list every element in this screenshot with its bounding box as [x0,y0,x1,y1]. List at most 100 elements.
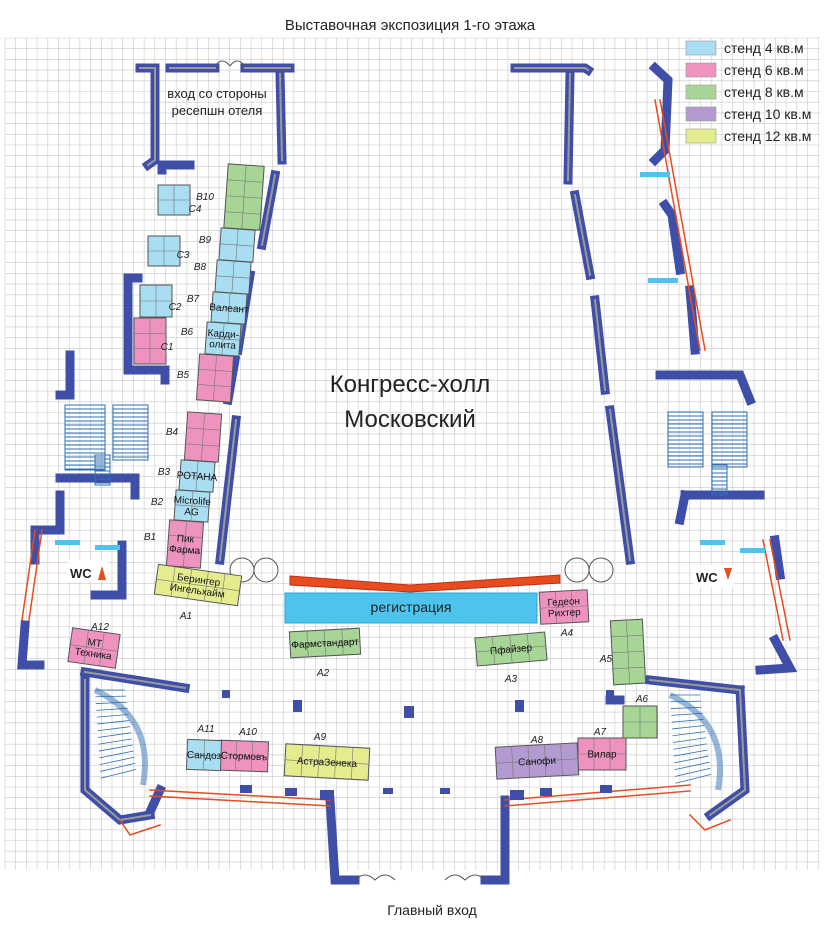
booth-b2-name: MicrolifeAG [173,495,212,520]
legend-label-stand12: стенд 12 кв.м [724,128,811,144]
wc-right: WC [694,565,734,587]
booth-a2[interactable]: Фармстандарт [288,627,362,659]
legend-item-stand10: стенд 10 кв.м [685,106,811,122]
building-walls [17,61,798,885]
legend-label-stand8: стенд 8 кв.м [724,84,804,100]
booth-a8-id: A8 [530,735,544,746]
booths: C4C3C2C1B10B9B8ВалеантB7Карди-олитаB6B5B… [67,163,658,781]
plan-title: Выставочная экспозиция 1-го этажа [285,17,536,34]
booth-a7-id: A7 [593,727,607,738]
booth-b2[interactable]: MicrolifeAG [172,489,212,523]
booth-b1-name: ПикФарма [169,533,202,557]
booth-b8[interactable] [214,259,252,295]
booth-b7[interactable]: Валеант [208,291,250,325]
booth-b3[interactable]: РОТАНА [176,459,219,493]
booth-c1[interactable] [133,317,167,365]
booth-a11-id: A11 [196,724,214,735]
legend-swatch-stand6 [685,62,717,78]
booth-a3-name: Пфайзер [490,642,533,658]
booth-a6[interactable] [622,705,658,739]
booth-a3-id: A3 [504,674,518,685]
booth-b5-id: B5 [177,370,190,381]
registration-counter [289,574,561,593]
legend-swatch-stand8 [685,84,717,100]
legend-item-stand6: стенд 6 кв.м [685,62,804,78]
booth-a8[interactable]: Санофи [494,742,580,780]
staircases [64,404,748,791]
booth-a3[interactable]: Пфайзер [474,631,548,667]
wc-left: WC [68,560,108,582]
booth-a1-id: A1 [179,611,192,622]
wc-doors [55,172,765,553]
hotel-entrance-line2: ресепшн отеля [172,103,263,118]
legend: стенд 4 кв.м стенд 6 кв.м стенд 8 кв.м стен… [685,40,811,144]
booth-b7-id: B7 [187,294,200,305]
booth-c3-id: C3 [177,250,190,261]
booth-a10-id: A10 [238,727,257,738]
legend-item-stand4: стенд 4 кв.м [685,40,804,56]
registration-area [284,592,538,624]
booth-b4-id: B4 [166,427,179,438]
legend-swatch-stand4 [685,40,717,56]
booth-a7[interactable]: Вилар [577,737,627,771]
legend-swatch-stand12 [685,128,717,144]
booth-b10[interactable] [223,163,265,231]
booth-a4-id: A4 [560,628,574,639]
booth-a11[interactable]: Сандоз [185,738,223,772]
wc-right-label: WC [696,570,718,585]
booth-a10-name: Стормовъ [221,751,268,764]
booth-c4[interactable] [157,184,191,216]
hall-name-line2: Московский [344,406,476,433]
booth-a4[interactable]: ГедеонРихтер [538,589,590,625]
booth-a1[interactable]: БерингерИнгельхайм [153,563,243,607]
booth-b4[interactable] [183,411,223,463]
booth-a9-id: A9 [313,732,327,743]
wc-left-label: WC [70,566,92,581]
booth-b8-id: B8 [194,262,207,273]
booth-a1-name: БерингерИнгельхайм [169,571,227,601]
booth-a12[interactable]: МТТехника [67,627,121,669]
booth-b10-id: B10 [196,192,214,203]
registration-label: регистрация [371,599,452,615]
booth-b6-id: B6 [181,327,194,338]
booth-a9-name: АстраЗенека [297,756,358,770]
booth-a6-id: A6 [635,694,649,705]
wc-right-icon [724,568,732,580]
booth-a9[interactable]: АстраЗенека [283,743,371,781]
booth-c3[interactable] [147,235,181,267]
booth-a7-name: Вилар [587,750,617,761]
booth-b3-id: B3 [158,467,171,478]
legend-item-stand8: стенд 8 кв.м [685,84,804,100]
booth-b6-name: Карди-олита [206,328,239,352]
legend-swatch-stand10 [685,106,717,122]
booth-a12-name: МТТехника [74,636,114,663]
legend-label-stand4: стенд 4 кв.м [724,40,804,56]
booth-b3-name: РОТАНА [176,470,218,484]
booth-b9-id: B9 [199,235,212,246]
booth-c2-id: C2 [169,302,182,313]
booth-a11-name: Сандоз [187,750,222,762]
booth-b2-id: B2 [151,497,164,508]
booth-a12-id: A12 [90,622,109,633]
hotel-entrance-line1: вход со стороны [167,86,266,101]
booth-a2-id: A2 [316,668,330,679]
booth-b1[interactable]: ПикФарма [165,519,205,569]
booth-c2[interactable] [139,284,173,318]
booth-a10[interactable]: Стормовъ [218,739,270,773]
booth-a5[interactable] [609,618,647,686]
booth-b7-name: Валеант [209,302,249,316]
legend-item-stand12: стенд 12 кв.м [685,128,811,144]
booth-a5-id: A5 [599,654,613,665]
booth-a8-name: Санофи [518,755,556,769]
legend-label-stand10: стенд 10 кв.м [724,106,811,122]
booth-b5[interactable] [195,353,235,403]
booth-b1-id: B1 [144,532,156,543]
main-entrance-label: Главный вход [387,902,477,918]
legend-label-stand6: стенд 6 кв.м [724,62,804,78]
booth-a2-name: Фармстандарт [291,637,359,652]
booth-a4-name: ГедеонРихтер [547,596,581,620]
booth-c1-id: C1 [161,342,174,353]
booth-b9[interactable] [218,227,256,263]
booth-b6[interactable]: Карди-олита [204,321,242,357]
